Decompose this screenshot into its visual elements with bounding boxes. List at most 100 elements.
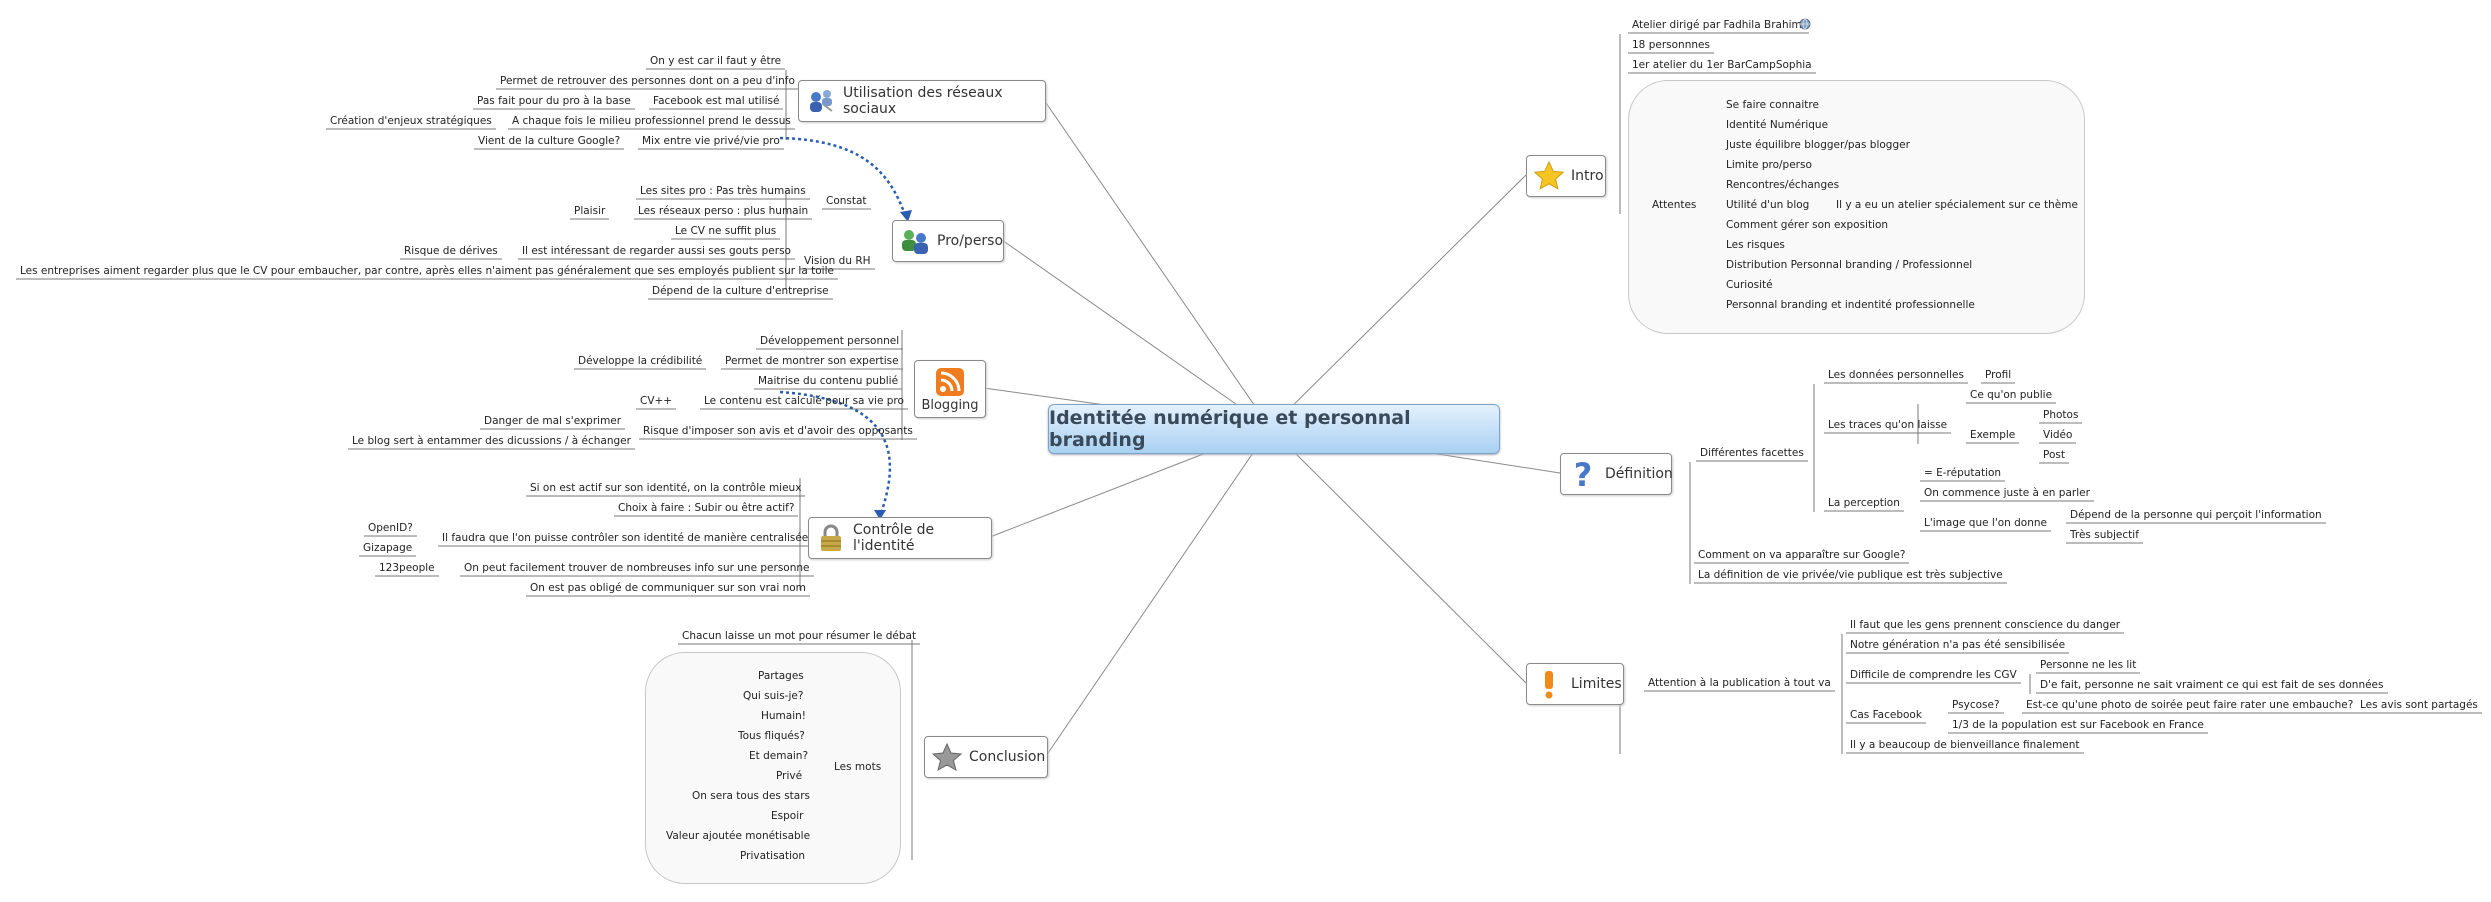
node-label[interactable]: Utilité d'un blog (1726, 199, 1810, 211)
node-label[interactable]: Plaisir (574, 205, 606, 217)
node-label[interactable]: Se faire connaitre (1726, 99, 1819, 111)
node-label[interactable]: Constat (826, 195, 867, 207)
topic-intro[interactable]: Intro (1526, 155, 1606, 197)
node-label[interactable]: Profil (1985, 369, 2012, 381)
node-label[interactable]: Il y a beaucoup de bienveillance finalem… (1850, 739, 2080, 751)
node-label[interactable]: Dépend de la personne qui perçoit l'info… (2070, 509, 2322, 521)
node-label[interactable]: Pas fait pour du pro à la base (477, 95, 631, 107)
node-label[interactable]: Vient de la culture Google? (478, 135, 621, 147)
node-label[interactable]: Développe la crédibilité (578, 355, 703, 367)
central-topic[interactable]: Identitée numérique et personnal brandin… (1048, 404, 1500, 454)
node-label[interactable]: Comment on va apparaître sur Google? (1698, 549, 1906, 561)
node-label[interactable]: Vidéo (2043, 429, 2073, 441)
node-label[interactable]: Qui suis-je? (743, 690, 804, 702)
node-label[interactable]: Si on est actif sur son identité, on la … (530, 482, 802, 494)
node-label[interactable]: On y est car il faut y être (650, 55, 782, 67)
node-label[interactable]: Les risques (1726, 239, 1785, 251)
node-label[interactable]: Identité Numérique (1726, 119, 1829, 131)
node-label[interactable]: Il faudra que l'on puisse contrôler son … (442, 532, 809, 544)
node-label[interactable]: Notre génération n'a pas été sensibilisé… (1850, 639, 2066, 651)
node-label[interactable]: Choix à faire : Subir ou être actif? (618, 502, 795, 514)
node-label[interactable]: A chaque fois le milieu professionnel pr… (512, 115, 791, 127)
node-label[interactable]: Personnal branding et indentité professi… (1726, 299, 1975, 311)
node-label[interactable]: Maitrise du contenu publié (758, 375, 899, 387)
node-label[interactable]: Les réseaux perso : plus humain (638, 205, 809, 217)
node-label[interactable]: La définition de vie privée/vie publique… (1698, 569, 2003, 581)
node-label[interactable]: Curiosité (1726, 279, 1773, 291)
node-label[interactable]: Tous fliqués? (738, 730, 805, 742)
node-label[interactable]: Privé (776, 770, 803, 782)
node-label[interactable]: Comment gérer son exposition (1726, 219, 1889, 231)
node-label[interactable]: Les mots (834, 761, 882, 773)
node-label[interactable]: = E-réputation (1924, 467, 2002, 479)
node-label[interactable]: Il faut que les gens prennent conscience… (1850, 619, 2121, 631)
node-label[interactable]: Développement personnel (760, 335, 900, 347)
node-label[interactable]: Danger de mal s'exprimer (484, 415, 622, 427)
node-label[interactable]: Attention à la publication à tout va (1648, 677, 1831, 689)
topic-conclusion[interactable]: Conclusion (924, 736, 1048, 778)
node-label[interactable]: Il y a eu un atelier spécialement sur ce… (1836, 199, 2078, 211)
node-label[interactable]: Création d'enjeux stratégiques (330, 115, 492, 127)
node-label[interactable]: Facebook est mal utilisé (653, 95, 780, 107)
node-label[interactable]: Mix entre vie privé/vie pro (642, 135, 780, 147)
node-label[interactable]: Privatisation (740, 850, 806, 862)
node-label[interactable]: On commence juste à en parler (1924, 487, 2090, 499)
node-label[interactable]: Vision du RH (804, 255, 871, 267)
node-label[interactable]: D'e fait, personne ne sait vraiment ce q… (2040, 679, 2384, 691)
topic-definition[interactable]: ? Définition (1560, 453, 1673, 495)
node-label[interactable]: On est pas obligé de communiquer sur son… (530, 582, 806, 594)
node-label[interactable]: Attentes (1652, 199, 1697, 211)
node-label[interactable]: Risque de dérives (404, 245, 498, 257)
node-label[interactable]: Le CV ne suffit plus (675, 225, 777, 237)
node-label[interactable]: Les sites pro : Pas très humains (640, 185, 806, 197)
topic-controle-identite[interactable]: Contrôle de l'identité (808, 517, 992, 559)
node-label[interactable]: 1er atelier du 1er BarCampSophia (1632, 59, 1812, 71)
node-label[interactable]: Les avis sont partagés (2360, 699, 2478, 711)
node-label[interactable]: Chacun laisse un mot pour résumer le déb… (682, 630, 917, 642)
topic-pro-perso[interactable]: Pro/perso (892, 220, 1004, 262)
node-label[interactable]: Permet de retrouver des personnes dont o… (500, 75, 795, 87)
node-label[interactable]: 18 personnnes (1632, 39, 1710, 51)
node-label[interactable]: Atelier dirigé par Fadhila Brahimi (1632, 19, 1805, 31)
node-label[interactable]: Les traces qu'on laisse (1828, 419, 1948, 431)
topic-limites[interactable]: Limites (1526, 663, 1624, 705)
node-label[interactable]: Il est intéressant de regarder aussi ses… (522, 245, 791, 257)
node-label[interactable]: On sera tous des stars (692, 790, 811, 802)
node-label[interactable]: 123people (379, 562, 435, 574)
node-label[interactable]: 1/3 de la population est sur Facebook en… (1952, 719, 2204, 731)
node-label[interactable]: Cas Facebook (1850, 709, 1922, 721)
node-label[interactable]: Différentes facettes (1700, 447, 1804, 459)
node-label[interactable]: Les données personnelles (1828, 369, 1964, 381)
node-label[interactable]: Le blog sert à entammer des dicussions /… (352, 435, 631, 447)
node-label[interactable]: OpenID? (368, 522, 413, 534)
topic-utilisation-reseaux[interactable]: Utilisation des réseaux sociaux (798, 80, 1046, 122)
node-label[interactable]: L'image que l'on donne (1924, 517, 2047, 529)
node-label[interactable]: Rencontres/échanges (1726, 179, 1840, 191)
node-label[interactable]: CV++ (640, 395, 673, 407)
node-label[interactable]: Personne ne les lit (2040, 659, 2137, 671)
node-label[interactable]: Et demain? (749, 750, 809, 762)
node-label[interactable]: Permet de montrer son expertise (725, 355, 899, 367)
node-label[interactable]: Espoir (771, 810, 804, 822)
node-label[interactable]: Dépend de la culture d'entreprise (652, 285, 829, 297)
node-label[interactable]: Partages (758, 670, 804, 682)
node-label[interactable]: Photos (2043, 409, 2079, 421)
node-label[interactable]: Post (2043, 449, 2065, 461)
node-label[interactable]: Les entreprises aiment regarder plus que… (20, 265, 834, 277)
node-label[interactable]: Est-ce qu'une photo de soirée peut faire… (2026, 699, 2354, 711)
node-label[interactable]: Valeur ajoutée monétisable (666, 830, 811, 842)
node-label[interactable]: Distribution Personnal branding / Profes… (1726, 259, 1973, 271)
node-label[interactable]: Limite pro/perso (1726, 159, 1812, 171)
topic-blogging[interactable]: Blogging (914, 360, 986, 418)
node-label[interactable]: Ce qu'on publie (1970, 389, 2053, 401)
node-label[interactable]: On peut facilement trouver de nombreuses… (464, 562, 810, 574)
node-label[interactable]: Juste équilibre blogger/pas blogger (1726, 139, 1910, 151)
node-label[interactable]: Psycose? (1952, 699, 2000, 711)
node-label[interactable]: La perception (1828, 497, 1900, 509)
node-label[interactable]: Très subjectif (2070, 529, 2139, 541)
node-label[interactable]: Humain! (761, 710, 806, 722)
node-label[interactable]: Le contenu est calculé pour sa vie pro (704, 395, 904, 407)
node-label[interactable]: Difficile de comprendre les CGV (1850, 669, 2017, 681)
node-label[interactable]: Risque d'imposer son avis et d'avoir des… (643, 425, 913, 437)
node-label[interactable]: Exemple (1970, 429, 2016, 441)
